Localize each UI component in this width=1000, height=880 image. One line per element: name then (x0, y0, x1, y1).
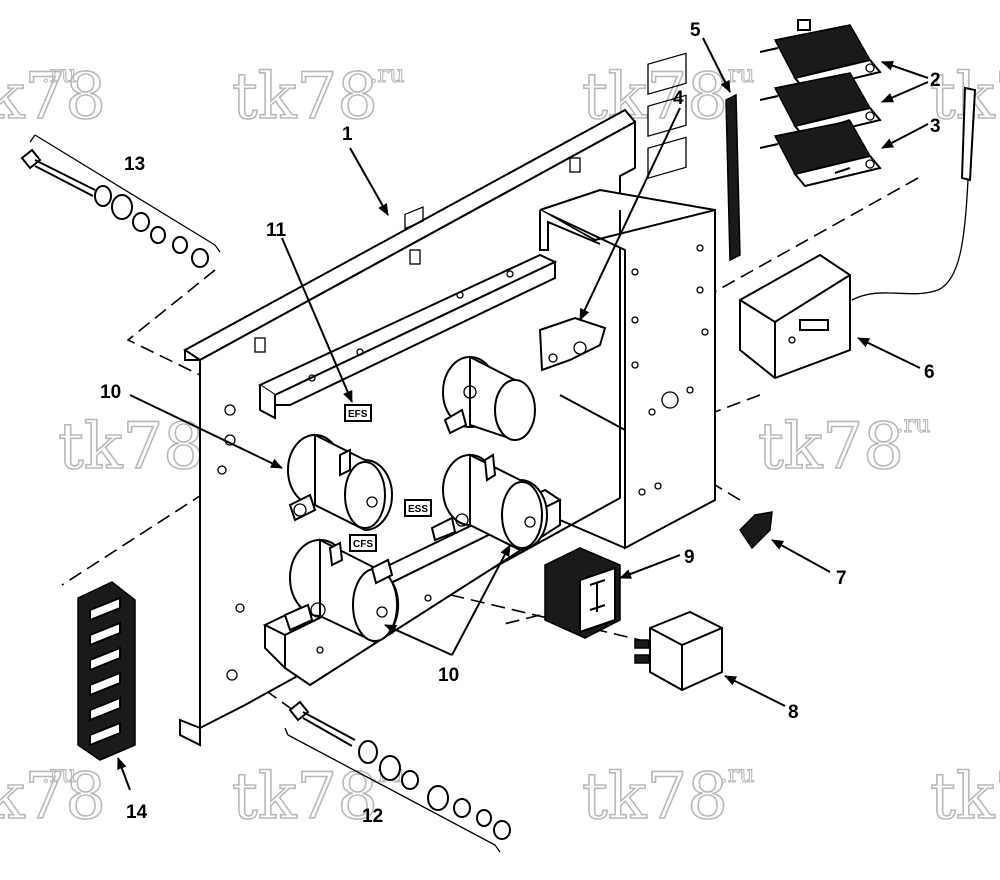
panel-slot (254, 337, 266, 353)
watermark: tk78 .ru (231, 59, 405, 135)
leader-10a (129, 394, 283, 469)
terminal-block (77, 581, 136, 761)
watermark: tk78 .ru (581, 759, 755, 835)
watermark: tk78 .ru (0, 759, 107, 835)
leader-3 (881, 123, 929, 149)
callout-14: 14 (126, 802, 148, 823)
leader-2 (881, 60, 929, 79)
terminal-strip (725, 93, 741, 262)
svg-text:.ru: .ru (370, 60, 405, 88)
solenoid-cfs (283, 538, 400, 644)
solenoid-labels: EFS ESS CFS (344, 404, 432, 552)
clip-7 (739, 511, 773, 550)
circuit-breaker (759, 120, 882, 188)
svg-text:tk78: tk78 (582, 760, 728, 834)
cfs-label: CFS (353, 539, 373, 550)
svg-text:tk78: tk78 (758, 410, 904, 484)
watermark: tk78 .ru (0, 59, 107, 135)
leader-10c (451, 544, 511, 656)
watermark: tk78 .ru (757, 409, 931, 485)
leader-7 (771, 539, 831, 573)
svg-text:.ru: .ru (42, 60, 77, 88)
svg-text:.ru: .ru (720, 760, 755, 788)
breaker-opening (647, 94, 687, 138)
panel-slot (569, 157, 581, 173)
leader-1 (349, 147, 389, 216)
leader-10b (384, 624, 453, 656)
callout-3: 3 (930, 116, 941, 137)
callout-6: 6 (924, 362, 935, 383)
relay-8 (634, 610, 723, 692)
efs-label: EFS (348, 409, 368, 420)
svg-text:tk78: tk78 (930, 760, 1000, 834)
callout-13: 13 (124, 154, 145, 175)
leader-5 (702, 37, 731, 93)
svg-text:tk78: tk78 (232, 760, 378, 834)
panel-slot (409, 249, 421, 265)
module-6 (739, 253, 851, 380)
svg-text:tk78: tk78 (232, 60, 378, 134)
callout-10: 10 (100, 382, 121, 403)
callout-9: 9 (684, 547, 695, 568)
bracket-4 (538, 316, 607, 372)
leader-2b (881, 81, 929, 103)
relay-socket (544, 547, 621, 639)
svg-text:tk78: tk78 (0, 60, 106, 134)
side-box (539, 52, 716, 550)
leader-9 (619, 554, 681, 579)
solenoid-upper-right (442, 355, 536, 442)
sensor-probe (851, 86, 977, 301)
callout-10b: 10 (438, 665, 459, 686)
breaker-opening (647, 52, 687, 96)
callout-2: 2 (930, 70, 941, 91)
callout-8: 8 (788, 702, 799, 723)
callout-7: 7 (836, 568, 847, 589)
callout-5: 5 (690, 20, 701, 41)
leader-8 (724, 675, 786, 707)
solenoid-efs (287, 433, 393, 532)
breaker-opening (647, 136, 687, 180)
hardware-kit-12 (284, 700, 511, 853)
hardware-kit-13 (20, 134, 221, 268)
callout-1: 1 (342, 124, 353, 145)
svg-text:.ru: .ru (896, 410, 931, 438)
callout-11: 11 (266, 220, 287, 241)
solenoid-ess (430, 453, 548, 552)
callout-12: 12 (362, 806, 383, 827)
leader-11 (281, 237, 353, 403)
ess-label: ESS (408, 504, 428, 515)
callout-4: 4 (673, 88, 684, 109)
leader-14 (117, 757, 131, 791)
watermark: tk78 (929, 759, 1000, 835)
leader-lines (117, 37, 929, 791)
leader-4 (579, 107, 681, 321)
callouts: 1 2 3 4 5 6 7 8 9 10 10 11 12 13 14 (100, 20, 941, 827)
svg-text:.ru: .ru (42, 760, 77, 788)
svg-text:tk78: tk78 (58, 410, 204, 484)
svg-text:tk78: tk78 (0, 760, 106, 834)
leader-6 (857, 337, 921, 369)
